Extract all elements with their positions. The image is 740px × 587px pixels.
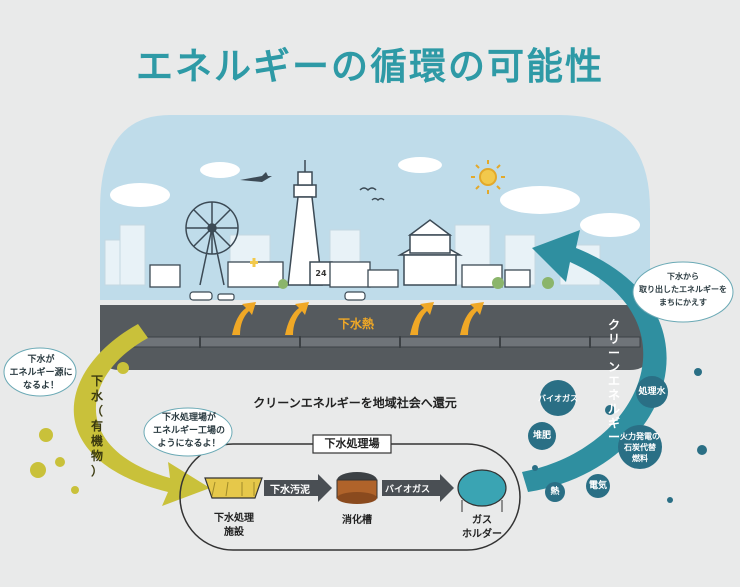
buildings-front xyxy=(149,261,531,288)
left-arrow-label: 下 水 （ 有 機 物 ） xyxy=(90,374,103,478)
left-sewage-arrow xyxy=(73,324,211,506)
trees xyxy=(278,277,554,289)
digester-icon xyxy=(336,472,378,504)
right-energy-arrow xyxy=(522,230,667,492)
output-compost: 堆肥 xyxy=(532,431,551,441)
right-arrow-label: ク リ ー ン エ ネ ル ギ ー xyxy=(607,318,620,444)
treatment-facility-icon xyxy=(204,477,263,499)
output-fuel: 火力発電の 石炭代替 燃料 xyxy=(620,432,660,463)
output-biogas: バイオガス xyxy=(538,394,578,403)
output-treated-water: 処理水 xyxy=(638,387,666,397)
gas-holder-label: ガス ホルダー xyxy=(462,515,502,540)
sewer-pipe xyxy=(119,336,641,348)
page-title: エネルギーの循環の可能性 xyxy=(136,45,604,88)
bird-icon xyxy=(371,197,385,202)
plant-title-box xyxy=(312,434,392,454)
left-dots xyxy=(30,362,129,494)
plant-title: 下水処理場 xyxy=(324,437,380,450)
hospital-icon xyxy=(250,258,258,267)
facility-treatment-label: 下水処理 施設 xyxy=(214,513,254,538)
return-message: クリーンエネルギーを地域社会へ還元 xyxy=(253,396,457,410)
airplane-icon xyxy=(240,172,272,182)
bubble-left: 下水が エネルギー源に なるよ！ xyxy=(9,355,73,391)
speech-bubbles xyxy=(3,261,734,457)
bird-icon xyxy=(359,187,377,192)
bubble-middle: 下水処理場が エネルギー工場の ようになるよ！ xyxy=(152,413,225,449)
castle xyxy=(397,219,463,286)
biogas-arrow-label: バイオガス xyxy=(385,485,431,495)
digester-label: 消化槽 xyxy=(342,515,372,526)
sludge-label: 下水汚泥 xyxy=(270,485,310,496)
output-circles xyxy=(528,368,707,503)
output-electricity: 電気 xyxy=(588,481,607,491)
store-sign: 24 xyxy=(315,269,327,278)
bubble-right: 下水から 取り出したエネルギーを まちにかえす xyxy=(639,272,727,307)
sun-icon xyxy=(471,160,505,194)
tower xyxy=(287,160,333,286)
cars xyxy=(189,291,366,301)
biogas-arrow xyxy=(382,474,454,502)
clouds xyxy=(110,157,640,237)
output-heat: 熱 xyxy=(550,487,560,497)
ferris-wheel xyxy=(185,201,239,286)
gas-holder-icon xyxy=(457,469,507,512)
heat-arrow-icons xyxy=(232,302,484,335)
sewage-heat-label: 下水熱 xyxy=(338,317,375,331)
sludge-arrow xyxy=(264,474,332,502)
